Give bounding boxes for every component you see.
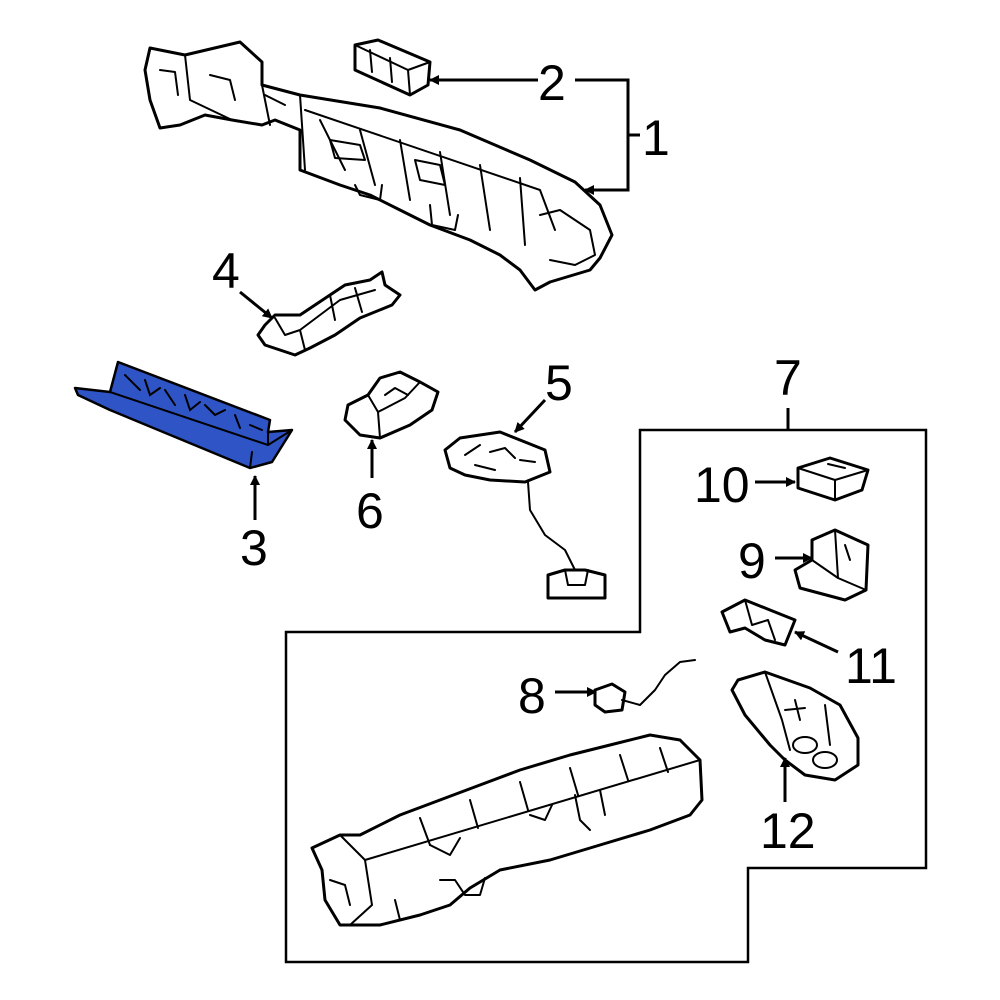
callout-11: 11 (845, 638, 897, 694)
callout-10: 10 (694, 457, 750, 513)
callout-3: 3 (240, 520, 268, 576)
part-5-sensor (443, 430, 607, 600)
part-11-bracket (720, 598, 797, 647)
callout-1: 1 (642, 110, 670, 166)
leader-lines (239, 75, 839, 802)
part-6-bracket (343, 370, 440, 440)
part-2-block (353, 38, 432, 97)
part-12-reinforcement (730, 670, 860, 782)
group-7-box (284, 428, 928, 964)
part-9-bracket (793, 528, 870, 602)
callout-6: 6 (356, 483, 384, 539)
part-3-floor-panel (73, 360, 294, 470)
callout-8: 8 (518, 668, 546, 724)
callout-12: 12 (760, 803, 816, 859)
callout-5: 5 (545, 355, 573, 411)
part-8-harness (593, 659, 696, 714)
part-7-side-frame (310, 733, 704, 927)
part-10-pad (796, 456, 870, 502)
callout-4: 4 (212, 243, 240, 299)
part-1-cross-member (143, 40, 614, 292)
callout-9: 9 (738, 533, 766, 589)
part-4-bracket (256, 270, 402, 357)
callout-7: 7 (774, 350, 802, 406)
callout-2: 2 (538, 55, 566, 111)
